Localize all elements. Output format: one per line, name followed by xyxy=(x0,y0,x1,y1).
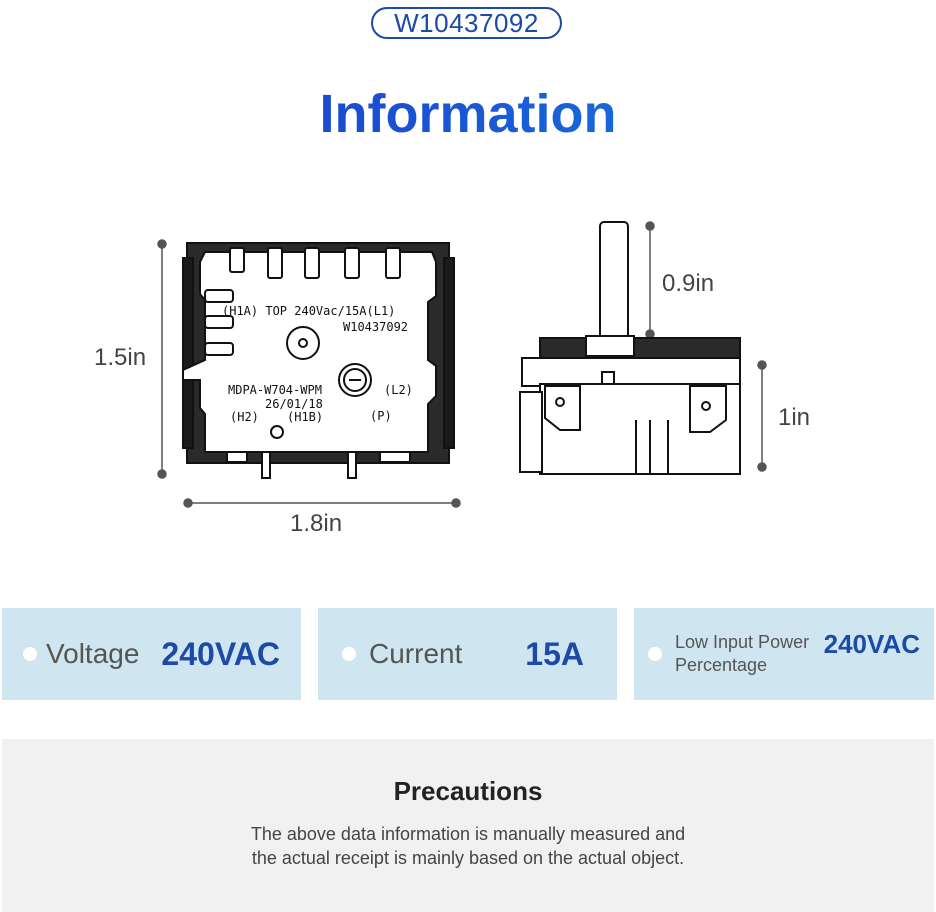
bullet-icon xyxy=(342,647,356,661)
current-value: 15A xyxy=(525,635,584,672)
precautions-panel xyxy=(2,739,934,912)
bullet-icon xyxy=(648,647,662,661)
switch-side-view xyxy=(519,221,741,475)
current-spec-card: Current 15A xyxy=(318,608,617,700)
marking-l2: (L2) xyxy=(384,383,413,397)
precautions-title: Precautions xyxy=(393,776,543,806)
bullet-icon xyxy=(23,647,37,661)
marking-model: MDPA-W704-WPM xyxy=(228,383,322,397)
power-label-line1: Low Input Power xyxy=(675,632,810,652)
marking-h1b: (H1B) xyxy=(287,410,323,424)
marking-part-number: W10437092 xyxy=(343,320,408,334)
side-height-label: 1in xyxy=(778,404,811,431)
marking-date: 26/01/18 xyxy=(265,397,323,411)
side-height-dimension xyxy=(757,360,767,472)
front-height-dimension xyxy=(157,239,167,479)
page-title: Information xyxy=(0,78,936,150)
front-height-label: 1.5in xyxy=(94,344,147,371)
product-diagram: (H1A) TOP 240Vac/15A(L1) W10437092 MDPA-… xyxy=(157,221,767,508)
voltage-spec-card: Voltage 240VAC xyxy=(2,608,301,700)
shaft-length-dimension xyxy=(645,221,655,339)
power-label-line2: Percentage xyxy=(675,655,768,675)
precautions-text-line1: The above data information is manually m… xyxy=(250,824,686,844)
power-value: 240VAC xyxy=(823,628,920,659)
switch-front-view xyxy=(182,242,455,479)
marking-h2: (H2) xyxy=(230,410,259,424)
shaft-length-label: 0.9in xyxy=(662,270,715,297)
front-width-label: 1.8in xyxy=(290,510,343,537)
voltage-value: 240VAC xyxy=(161,635,280,672)
power-label: Low Input Power Percentage xyxy=(675,631,809,677)
power-spec-card: Low Input Power Percentage 240VAC xyxy=(634,608,934,700)
precautions-text-line2: the actual receipt is mainly based on th… xyxy=(251,848,685,868)
part-number-badge: W10437092 xyxy=(371,7,562,39)
front-width-dimension xyxy=(183,498,461,508)
current-label: Current xyxy=(369,638,463,669)
marking-p: (P) xyxy=(370,409,392,423)
voltage-label: Voltage xyxy=(46,638,140,669)
marking-line1: (H1A) TOP 240Vac/15A(L1) xyxy=(222,304,395,318)
